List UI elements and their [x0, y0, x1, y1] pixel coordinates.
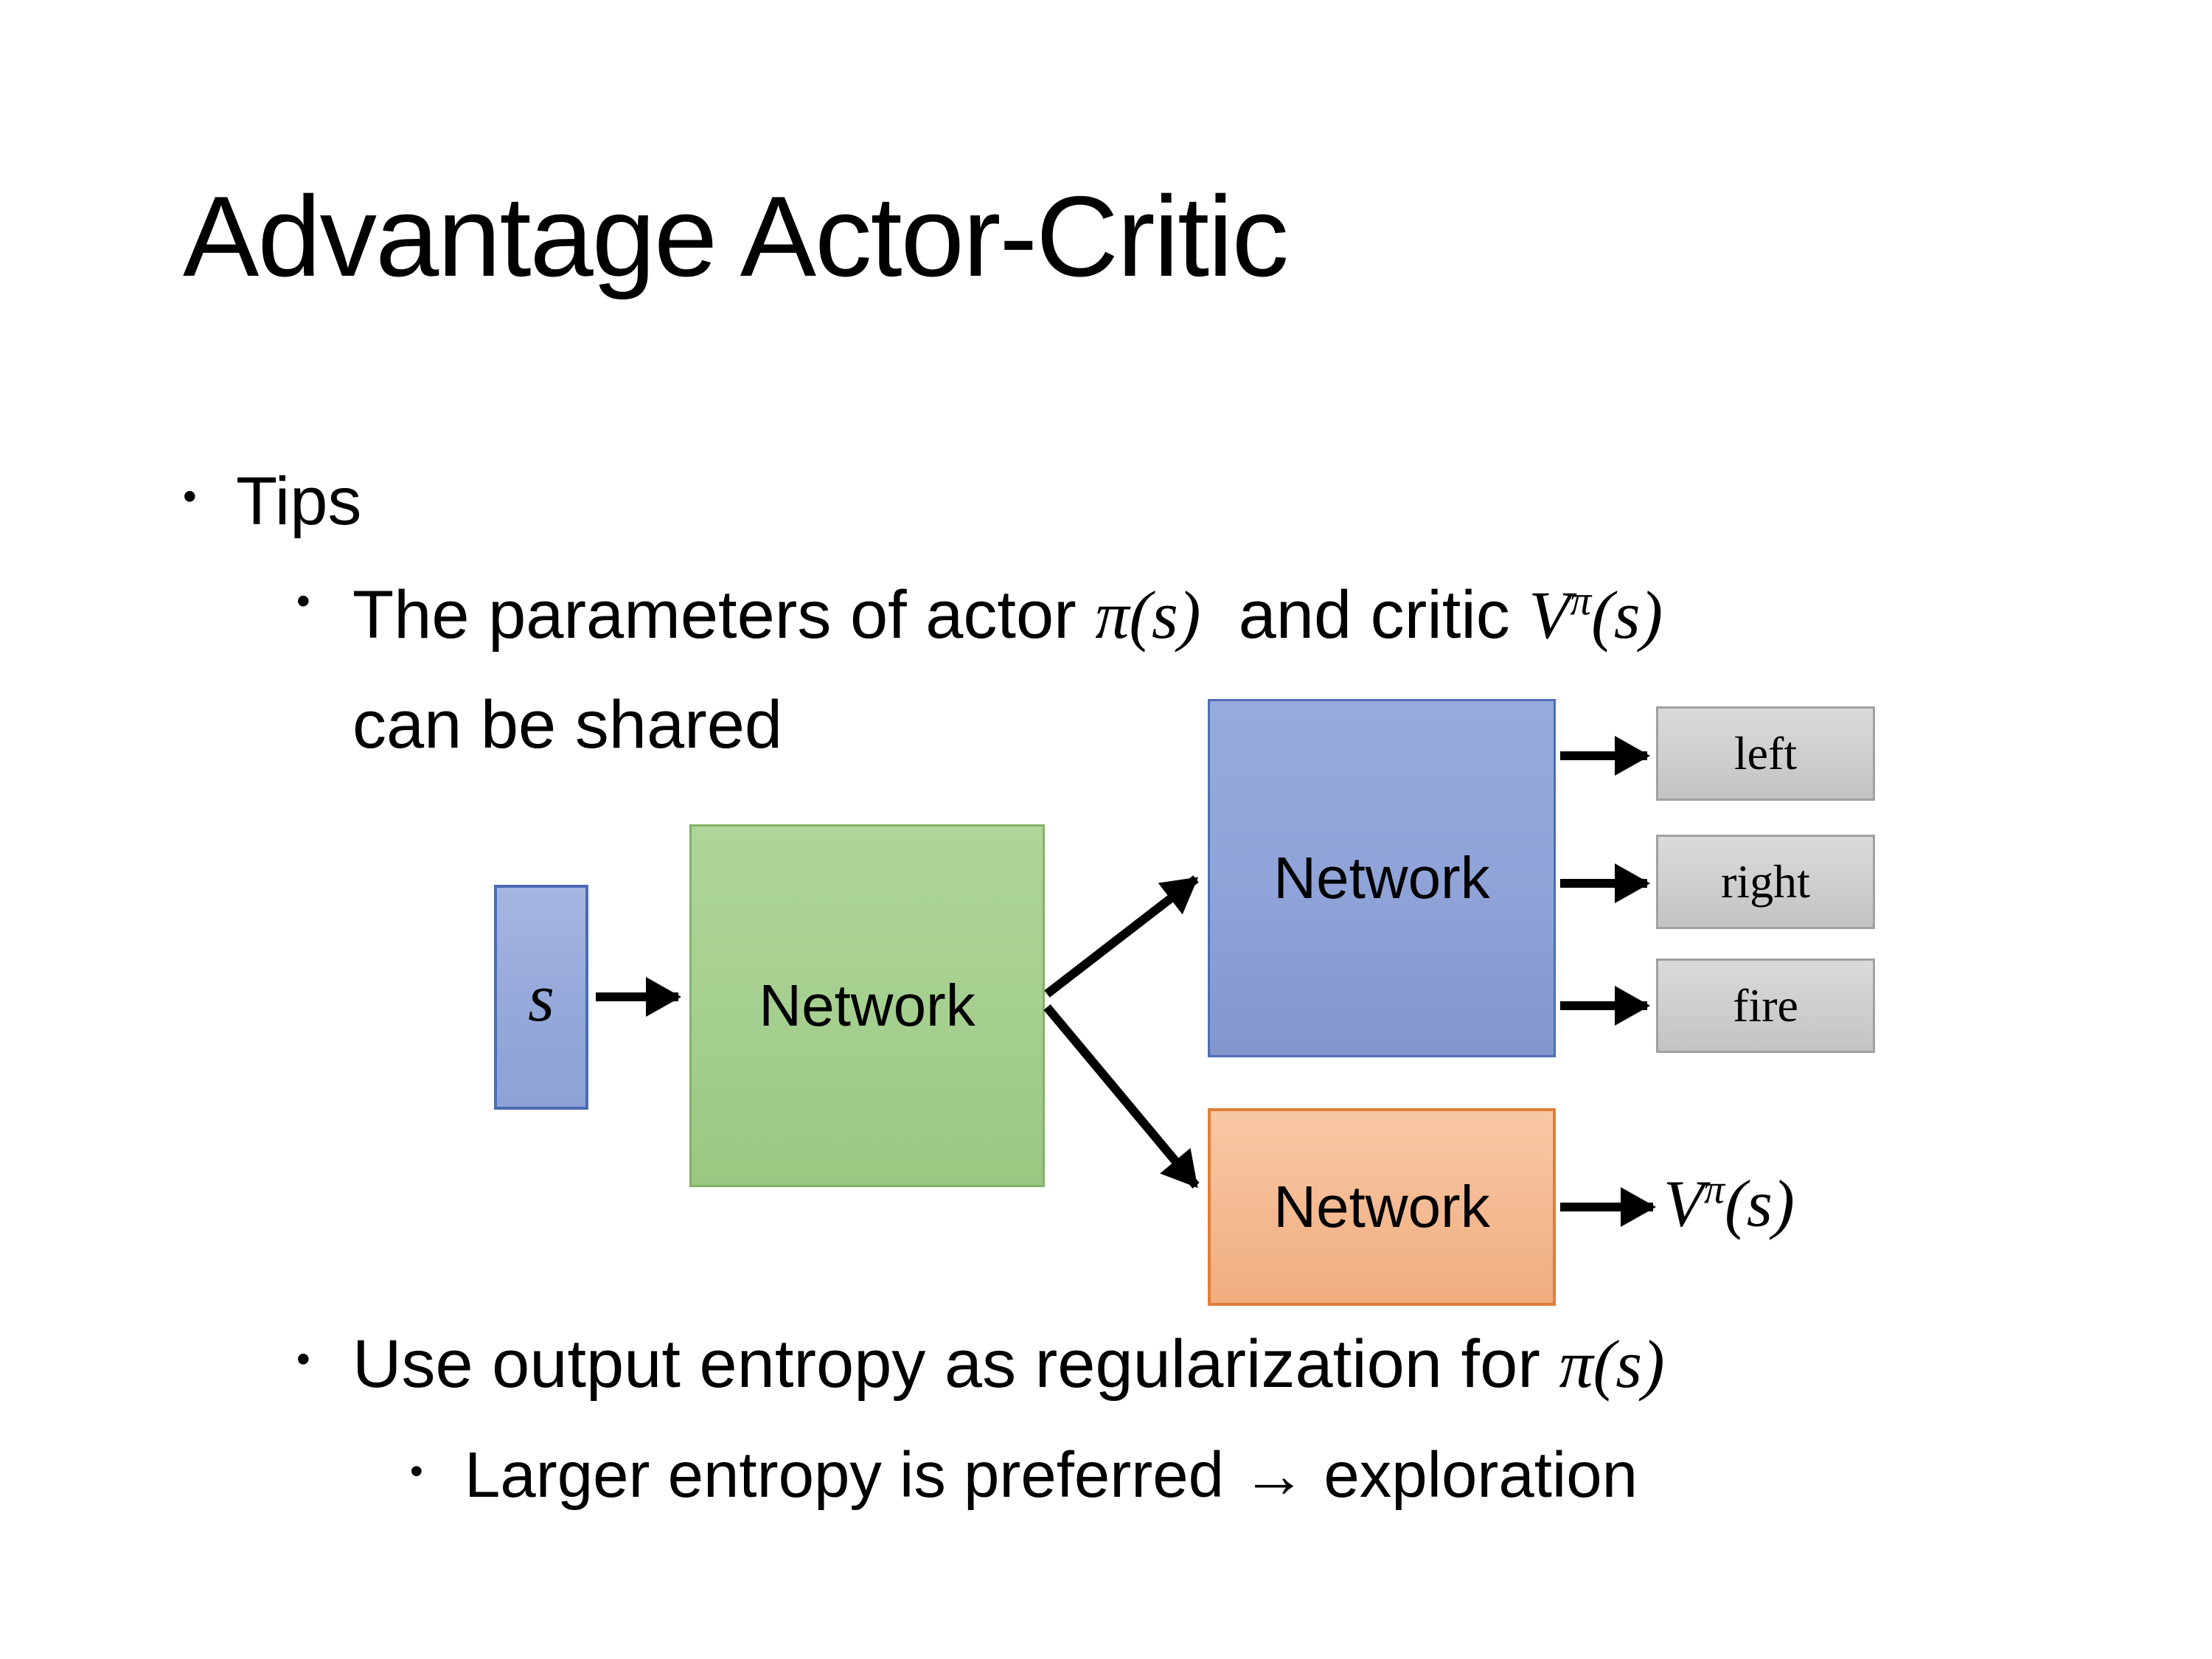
action-box-fire: fire — [1656, 959, 1875, 1053]
parameters-mid-text: and critic — [1200, 577, 1529, 653]
value-sup: π — [1703, 1166, 1725, 1213]
state-input-label: s — [528, 959, 554, 1035]
arrow-shared-to-critic — [1043, 1004, 1200, 1189]
bullet-icon: • — [410, 1450, 423, 1492]
value-output-math: Vπ(s) — [1663, 1166, 1795, 1242]
actor-network-label: Network — [1273, 845, 1490, 911]
state-input-box: s — [494, 885, 588, 1110]
action-left-label: left — [1733, 727, 1798, 779]
arrow-shared-to-actor — [1044, 875, 1199, 998]
bullet-entropy-regularization: • Use output entropy as regularization f… — [296, 1318, 1665, 1410]
action-right-label: right — [1721, 855, 1810, 908]
action-fire-label: fire — [1733, 979, 1798, 1032]
bullet-icon: • — [296, 579, 310, 623]
shared-network-box: Network — [689, 824, 1045, 1187]
action-box-right: right — [1656, 835, 1875, 929]
bullet-icon: • — [296, 1337, 310, 1381]
critic-value-math-v: V — [1528, 577, 1571, 653]
bullet-icon: • — [183, 474, 197, 518]
actor-network-box: Network — [1208, 699, 1556, 1057]
parameters-pre-text: The parameters of actor — [352, 577, 1096, 653]
critic-network-label: Network — [1273, 1174, 1490, 1239]
bullet-parameters-shared: • The parameters of actor π(s) and criti… — [296, 560, 1663, 780]
critic-value-math-args: (s) — [1591, 577, 1663, 653]
parameters-line2: can be shared — [352, 687, 783, 763]
actor-policy-math: π(s) — [1095, 577, 1201, 653]
entropy-regularization-text: Use output entropy as regularization for… — [352, 1318, 1665, 1410]
action-box-left: left — [1656, 706, 1875, 801]
bullet-exploration: • Larger entropy is preferred → explorat… — [410, 1432, 1638, 1518]
critic-network-box: Network — [1208, 1108, 1556, 1306]
policy-math: π(s) — [1559, 1326, 1665, 1402]
bullet-tips: • Tips — [183, 456, 361, 547]
parameters-shared-text: The parameters of actor π(s) and critic … — [352, 560, 1663, 780]
critic-value-math-sup: π — [1570, 577, 1592, 625]
entropy-pre-text: Use output entropy as regularization for — [352, 1326, 1559, 1402]
exploration-text: Larger entropy is preferred → exploratio… — [465, 1439, 1638, 1511]
page-title: Advantage Actor-Critic — [183, 173, 1289, 300]
shared-network-label: Network — [759, 973, 975, 1038]
tips-label: Tips — [236, 464, 362, 539]
value-v: V — [1663, 1167, 1704, 1241]
value-args: (s) — [1724, 1167, 1795, 1241]
